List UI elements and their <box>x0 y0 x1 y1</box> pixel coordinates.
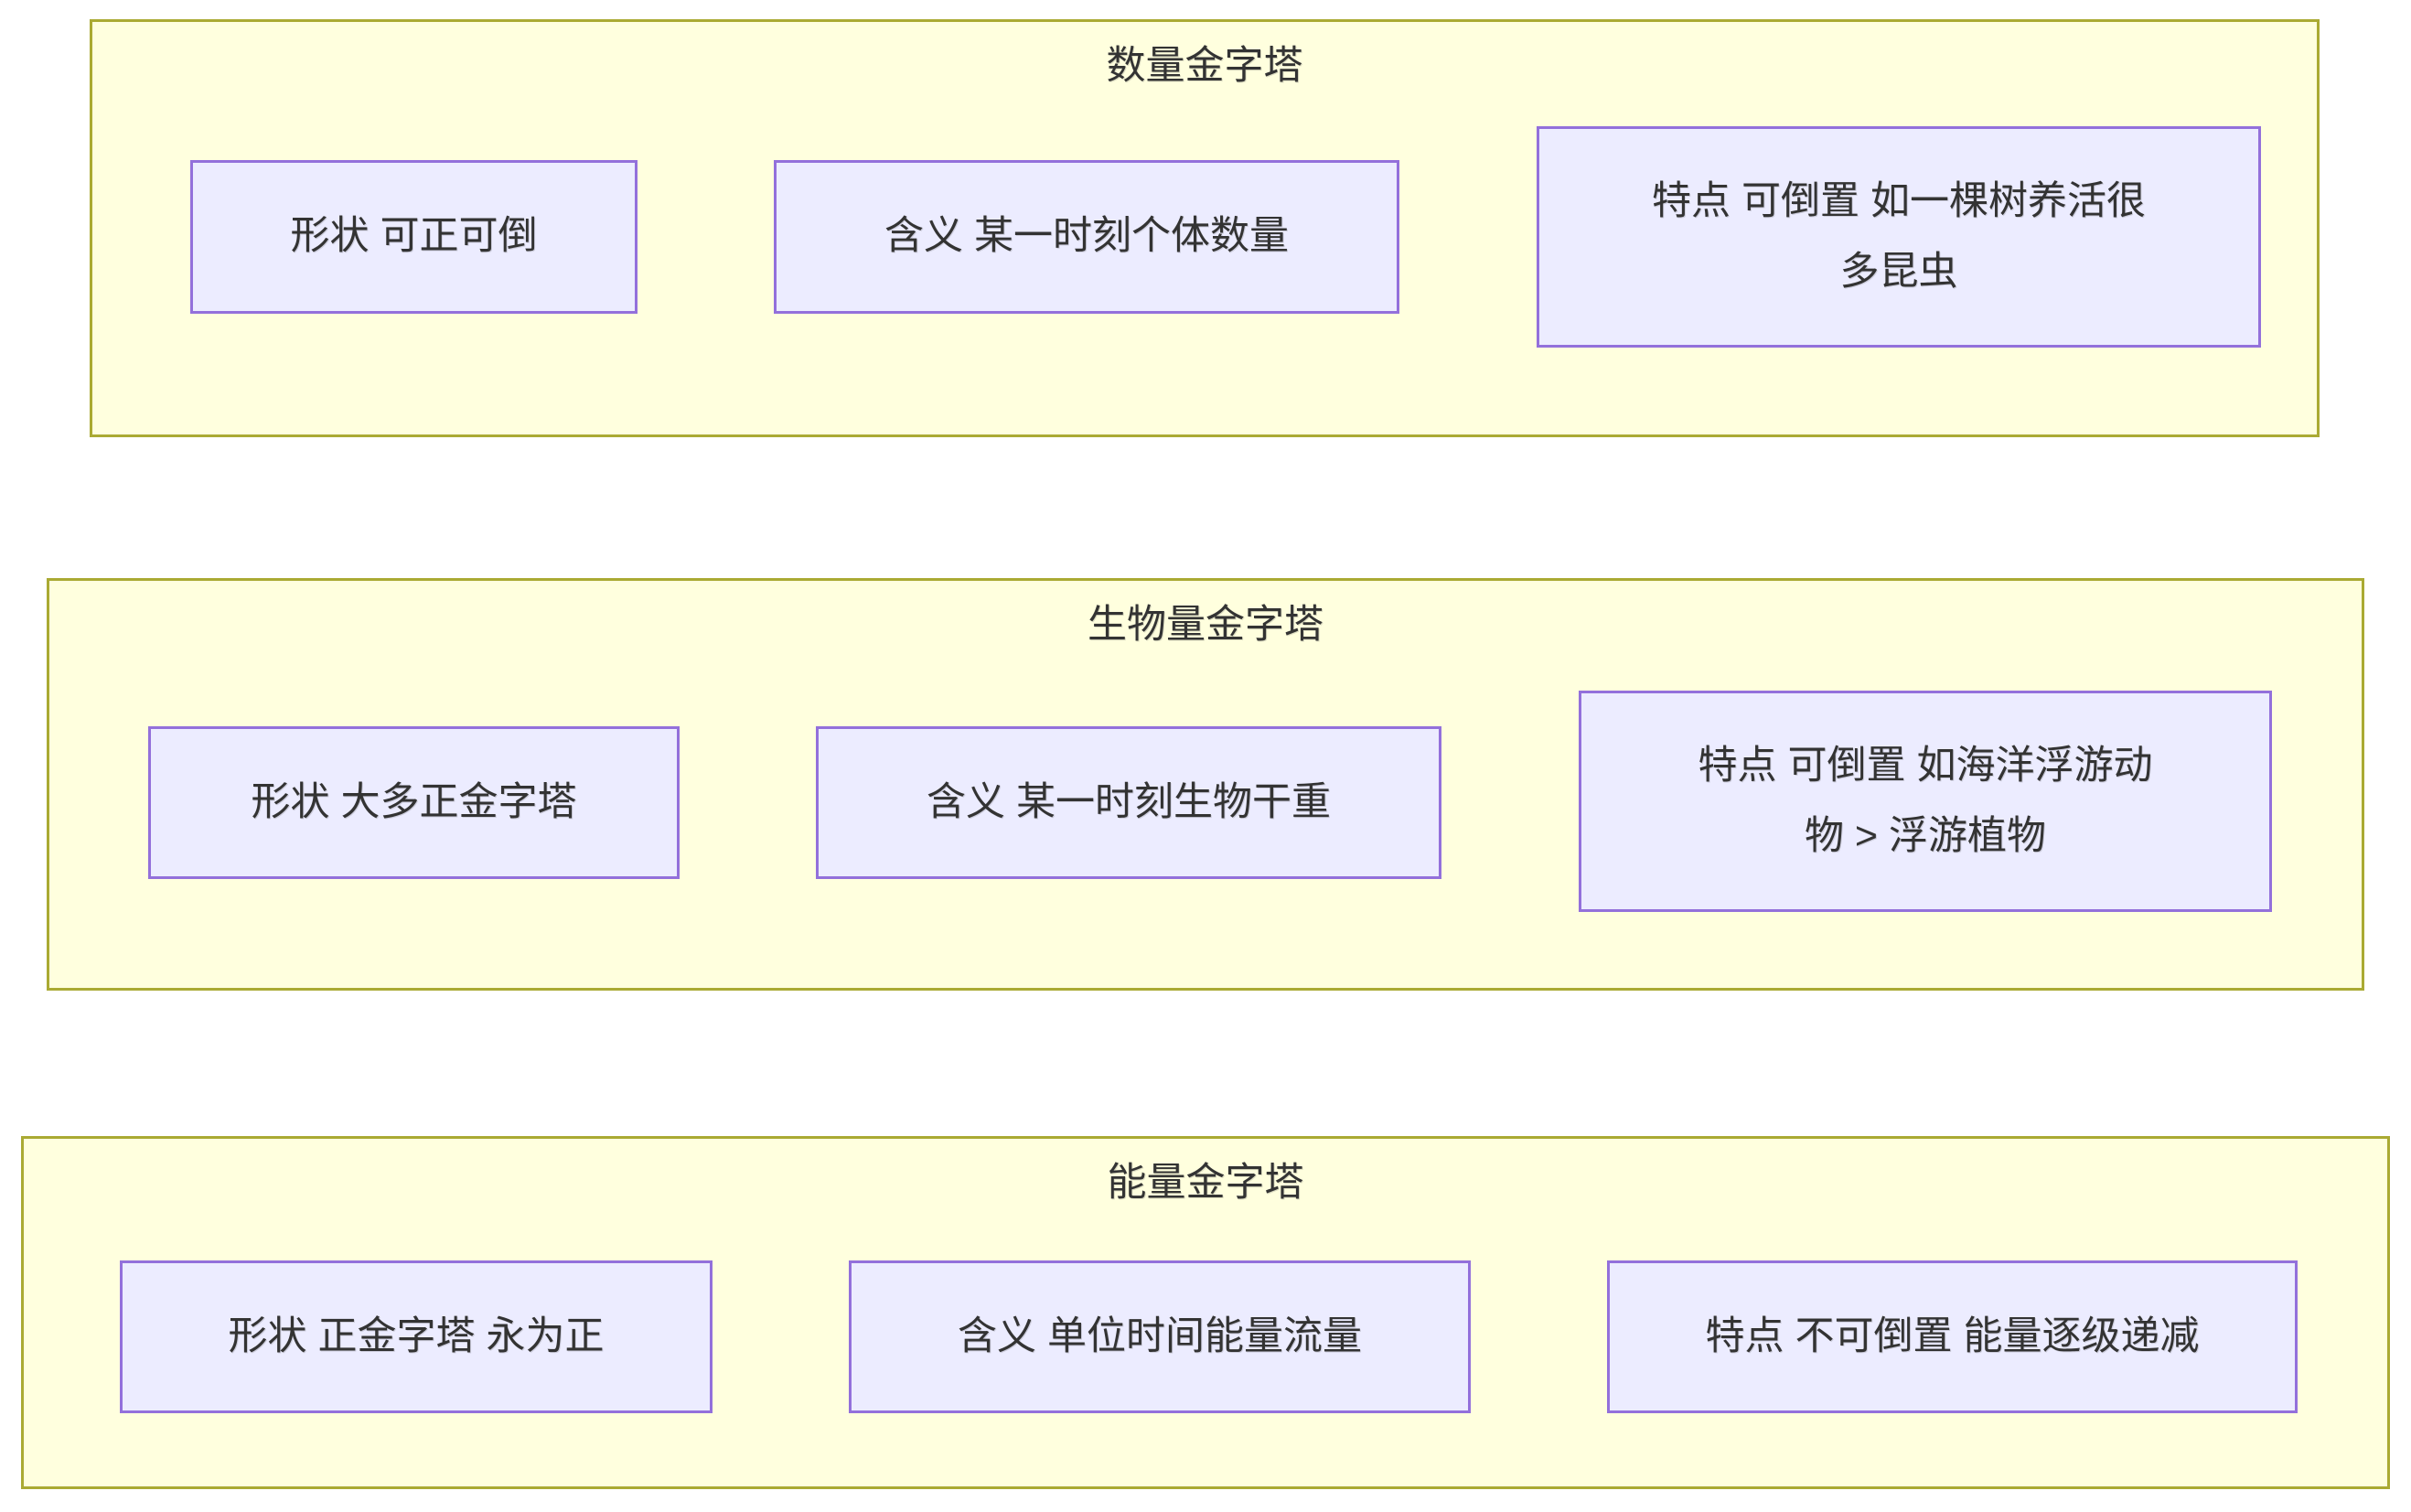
node-feature: 特点 不可倒置 能量逐级递减 <box>1607 1260 2298 1413</box>
node-shape: 形状 可正可倒 <box>190 160 638 314</box>
node-meaning: 含义 某一时刻生物干重 <box>816 726 1441 879</box>
subgraph-title: 能量金字塔 <box>1107 1161 1304 1205</box>
node-shape: 形状 大多正金字塔 <box>148 726 680 879</box>
subgraph-biomass-pyramid: 生物量金字塔 形状 大多正金字塔 含义 某一时刻生物干重 特点 可倒置 如海洋浮… <box>47 578 2364 991</box>
node-meaning: 含义 单位时间能量流量 <box>849 1260 1471 1413</box>
node-shape: 形状 正金字塔 永为正 <box>120 1260 713 1413</box>
node-meaning: 含义 某一时刻个体数量 <box>774 160 1399 314</box>
subgraph-title: 数量金字塔 <box>1106 44 1303 88</box>
node-feature: 特点 可倒置 如一棵树养活很 多昆虫 <box>1537 126 2261 348</box>
subgraph-title: 生物量金字塔 <box>1088 603 1323 647</box>
node-feature: 特点 可倒置 如海洋浮游动 物 > 浮游植物 <box>1579 691 2272 912</box>
subgraph-number-pyramid: 数量金字塔 形状 可正可倒 含义 某一时刻个体数量 特点 可倒置 如一棵树养活很… <box>90 19 2320 437</box>
subgraph-energy-pyramid: 能量金字塔 形状 正金字塔 永为正 含义 单位时间能量流量 特点 不可倒置 能量… <box>21 1136 2390 1489</box>
